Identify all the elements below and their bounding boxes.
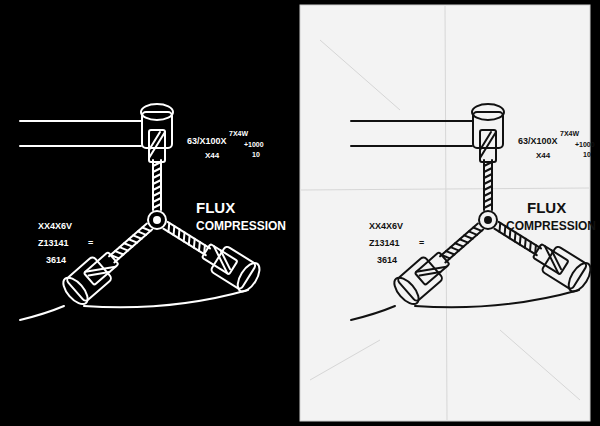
paper-creases: [301, 6, 589, 420]
formula-text: 63/X100X: [518, 137, 558, 146]
title-word: COMPRESSION: [506, 220, 596, 232]
paper-sheet: [300, 5, 590, 421]
formula-text: Z13141: [38, 239, 69, 248]
formula-text: XX4X6V: [38, 222, 72, 231]
formula-text: 7X4W: [560, 130, 579, 137]
formula-text: =: [88, 239, 93, 248]
formula-text: +1000: [575, 141, 595, 148]
formula-text: 10: [252, 151, 260, 158]
formula-text: 63/X100X: [187, 137, 227, 146]
formula-text: =: [419, 239, 424, 248]
formula-text: X44: [536, 152, 550, 160]
title-word: FLUX: [196, 200, 235, 215]
sketch-on-black: [20, 104, 264, 320]
formula-text: X44: [205, 152, 219, 160]
formula-text: 3614: [377, 256, 397, 265]
title-word: COMPRESSION: [196, 220, 286, 232]
formula-text: 7X4W: [229, 130, 248, 137]
formula-text: XX4X6V: [369, 222, 403, 231]
formula-text: 10: [583, 151, 591, 158]
sketch-on-paper: [351, 104, 595, 320]
formula-text: Z13141: [369, 239, 400, 248]
formula-text: +1000: [244, 141, 264, 148]
title-word: FLUX: [527, 200, 566, 215]
formula-text: 3614: [46, 256, 66, 265]
